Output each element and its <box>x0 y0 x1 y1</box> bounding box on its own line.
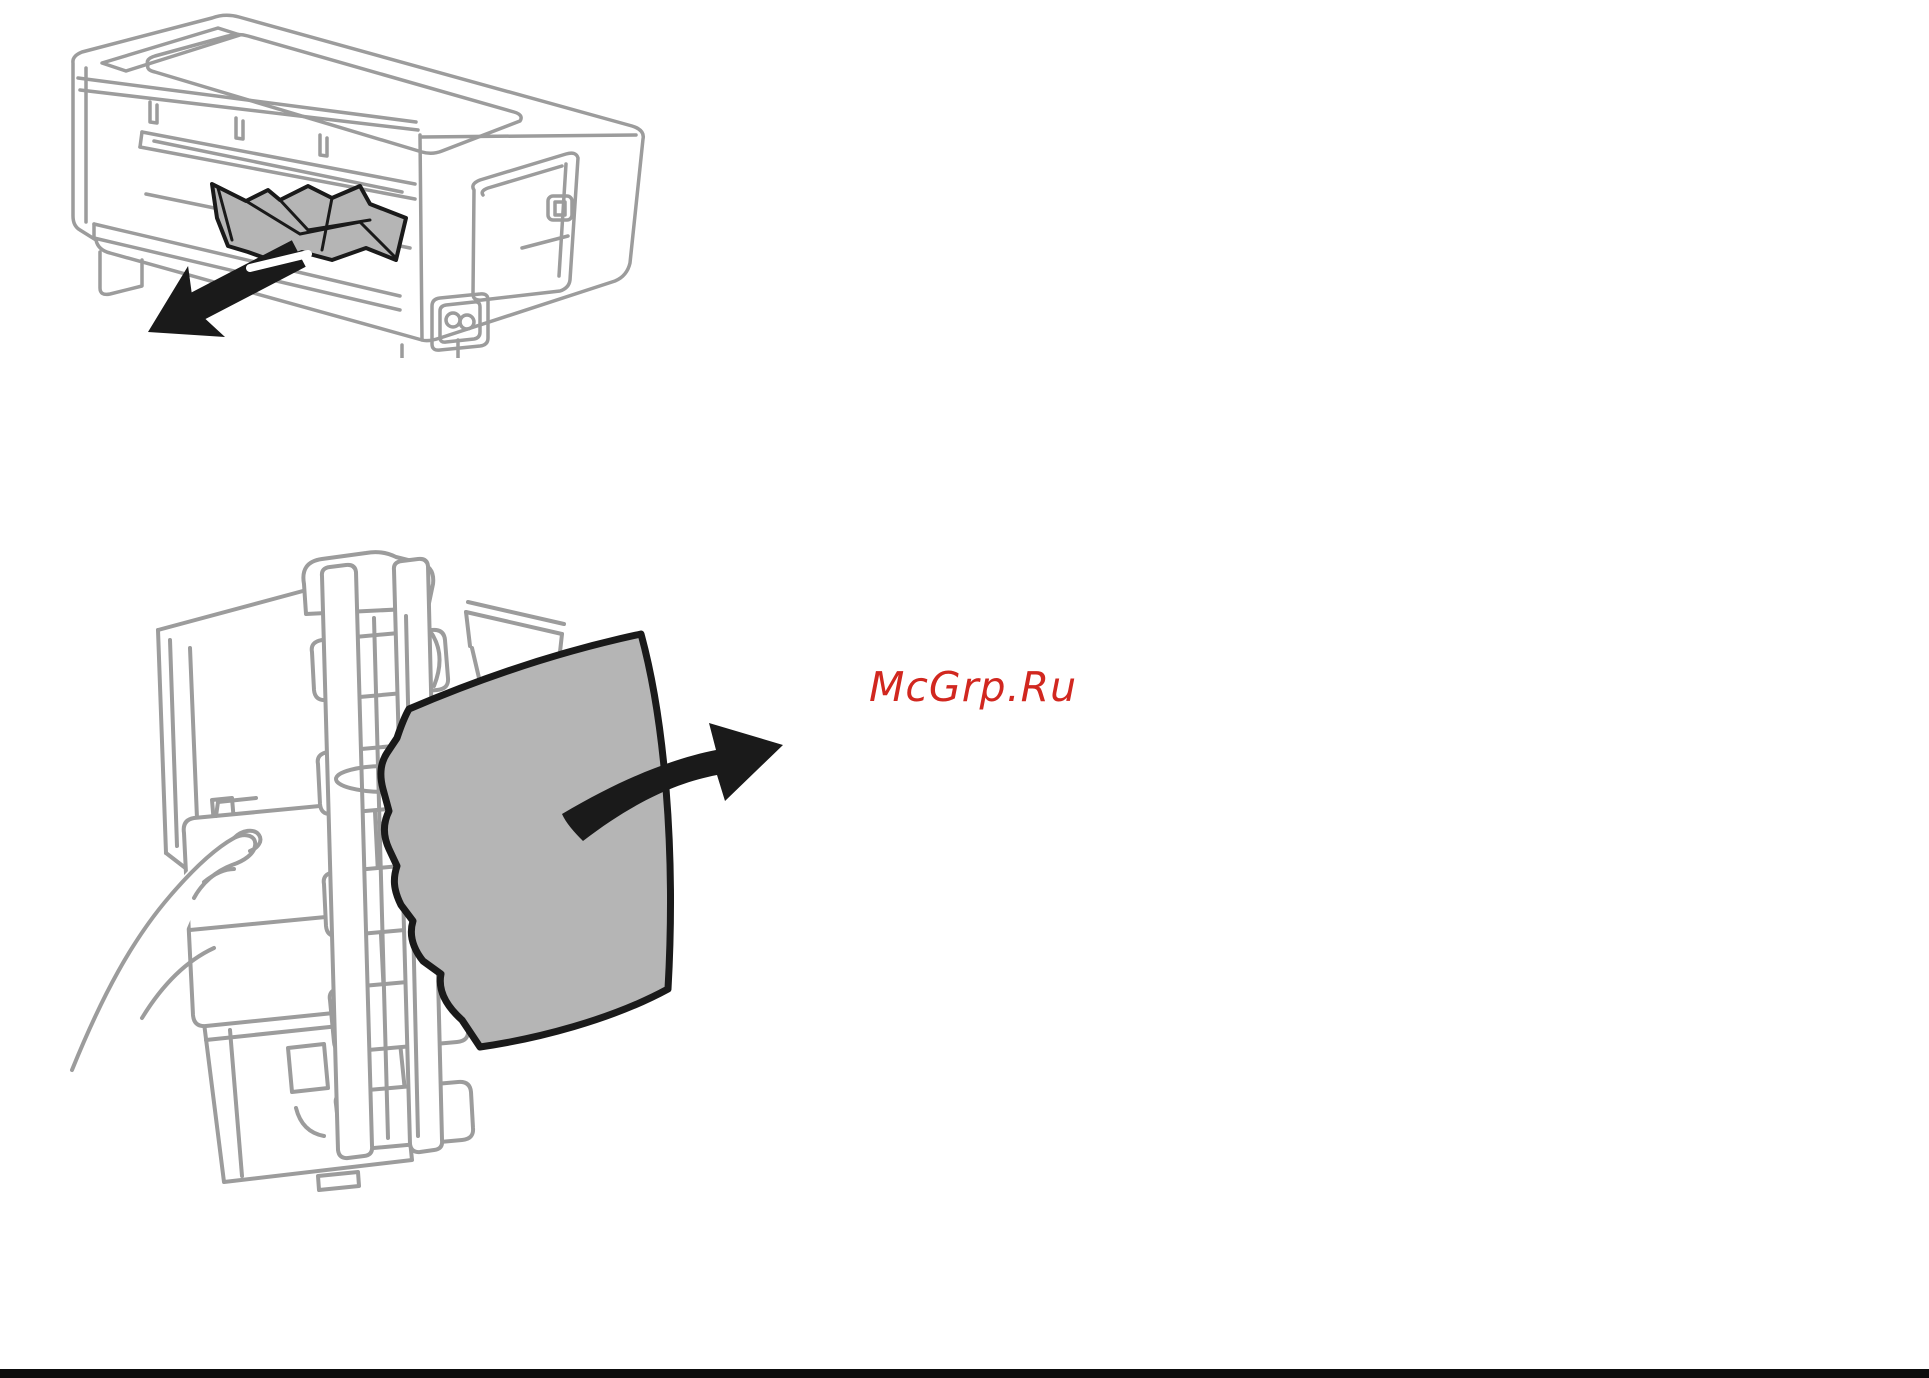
jammed-paper <box>210 182 408 264</box>
rear-cover-unit-paper-removal-illustration <box>70 550 783 1192</box>
power-socket-icon <box>430 292 490 352</box>
remove-direction-arrow <box>562 723 783 841</box>
usb-port-icon <box>546 194 574 222</box>
tray-edge-gap <box>246 250 312 272</box>
footer-divider-bar <box>0 1369 1929 1378</box>
stuck-paper-sheet <box>377 630 674 1051</box>
printer-rear-jammed-paper-illustration <box>71 13 646 358</box>
hand-outline <box>70 828 263 1073</box>
watermark-text: McGrp.Ru <box>869 663 1078 711</box>
